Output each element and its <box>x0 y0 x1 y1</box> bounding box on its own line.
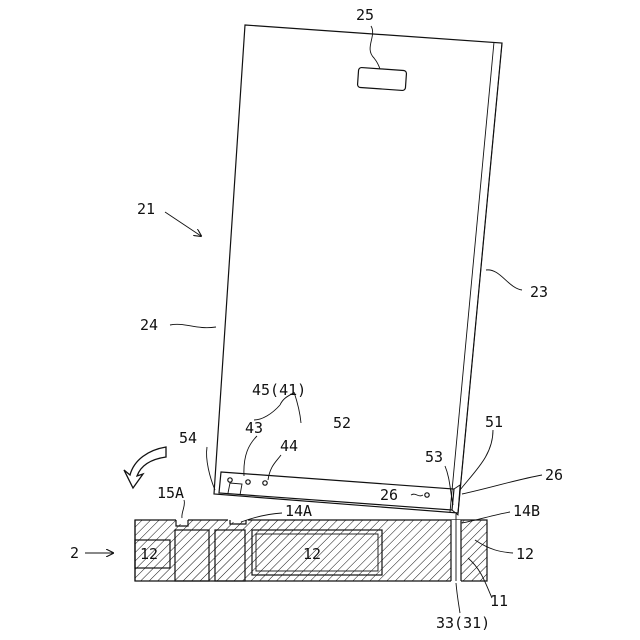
label-51: 51 <box>485 413 503 431</box>
label-12-mid: 12 <box>303 545 321 563</box>
label-14a: 14A <box>285 502 312 520</box>
label-44: 44 <box>280 437 298 455</box>
bracket-52 <box>219 472 460 515</box>
hole-43 <box>228 478 232 482</box>
label-25: 25 <box>356 6 374 24</box>
label-43: 43 <box>245 419 263 437</box>
label-12-left: 12 <box>140 545 158 563</box>
label-11: 11 <box>490 592 508 610</box>
label-53: 53 <box>425 448 443 466</box>
hole-44a <box>246 480 250 484</box>
hole-26 <box>425 493 429 497</box>
label-23: 23 <box>530 283 548 301</box>
label-45: 45(41) <box>252 381 306 399</box>
label-14b: 14B <box>513 502 540 520</box>
label-21: 21 <box>137 200 155 218</box>
panel-21 <box>214 25 502 513</box>
label-54: 54 <box>179 429 197 447</box>
curved-arrow-icon <box>124 447 166 488</box>
label-26-right: 26 <box>545 466 563 484</box>
label-26-inner: 26 <box>380 486 398 504</box>
label-52: 52 <box>333 414 351 432</box>
hole-44b <box>263 481 267 485</box>
label-15a: 15A <box>157 484 184 502</box>
handle-25 <box>357 67 406 90</box>
label-12-right: 12 <box>516 545 534 563</box>
label-33: 33(31) <box>436 614 490 632</box>
label-2: 2 <box>70 544 79 562</box>
label-24: 24 <box>140 316 158 334</box>
